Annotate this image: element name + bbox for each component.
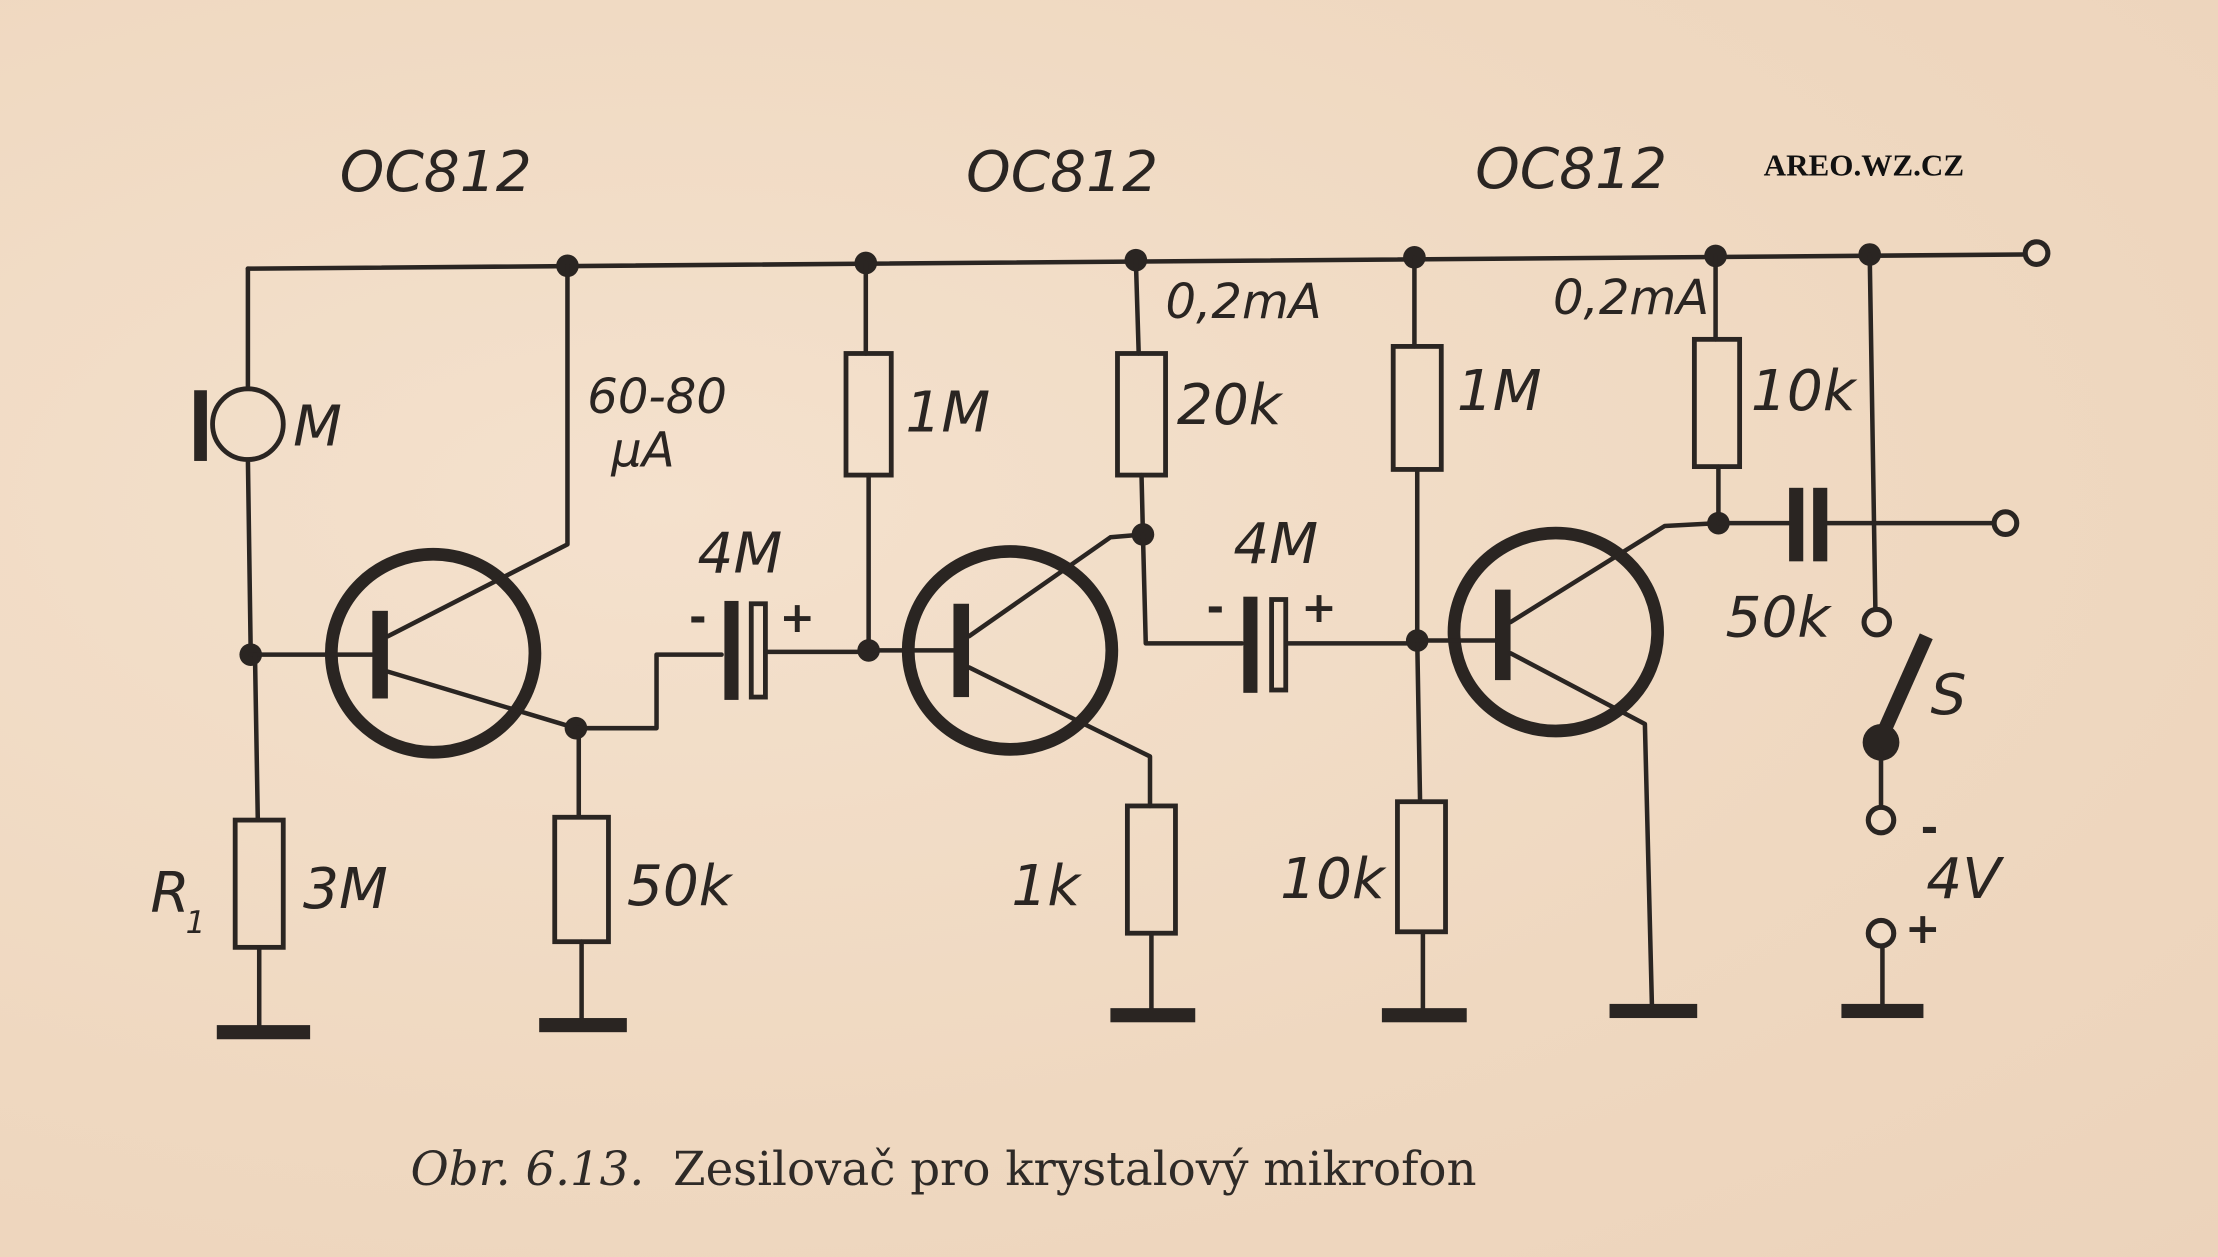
capacitor-c1: 4M - +: [689, 522, 869, 700]
t3-current: 0,2mA: [1553, 270, 1709, 326]
t2-type: OC812: [966, 140, 1158, 205]
t1-current: 60-80: [587, 369, 727, 425]
power-switch[interactable]: S: [1861, 252, 1967, 836]
output-terminal[interactable]: [1991, 509, 2020, 538]
watermark: AREO.WZ.CZ: [1764, 147, 1964, 182]
capacitor-c3: 50k: [1716, 487, 2020, 650]
r1-designator: R: [150, 861, 189, 926]
rc3-value: 10k: [1751, 359, 1858, 424]
c1-value: 4M: [698, 522, 783, 587]
rc2-value: 20k: [1177, 373, 1284, 438]
r1-value: 3M: [303, 857, 388, 922]
t3-type: OC812: [1475, 137, 1667, 202]
battery-plus: +: [1905, 905, 1941, 954]
battery-minus: -: [1921, 805, 1939, 854]
c2-value: 4M: [1233, 512, 1318, 577]
t1-type: OC812: [340, 140, 532, 205]
battery: - 4V +: [1841, 805, 2004, 1019]
figure-caption: Obr. 6.13. Zesilovač pro krystalový mikr…: [411, 1143, 1477, 1197]
capacitor-c2: 4M - +: [1207, 512, 1417, 693]
resistor-r1: R 1 3M: [150, 643, 388, 1040]
re3-value: 10k: [1280, 847, 1387, 912]
mic-label: M: [293, 394, 342, 459]
resistor-rb3: 1M: [1390, 255, 1542, 652]
resistor-rc2: 0,2mA 20k: [1115, 257, 1322, 646]
transistor-t2: OC812: [866, 140, 1158, 809]
t2-current: 0,2mA: [1166, 274, 1322, 330]
ground-symbol: [216, 1025, 311, 1040]
microphone: M: [194, 266, 342, 657]
caption-text: Zesilovač pro krystalový mikrofon: [673, 1143, 1476, 1197]
battery-voltage: 4V: [1926, 847, 2004, 912]
re1-value: 50k: [627, 854, 734, 919]
top-rail: [245, 239, 2051, 278]
transistor-t3: OC812: [1414, 137, 1721, 1019]
c3-value: 50k: [1725, 585, 1832, 650]
c2-plus: +: [1301, 584, 1337, 633]
t1-current-unit: μA: [610, 423, 674, 479]
rb2-value: 1M: [905, 380, 990, 445]
c1-plus: +: [780, 594, 816, 643]
resistor-rb2: 1M: [843, 260, 990, 662]
re2-value: 1k: [1011, 854, 1082, 919]
switch-label: S: [1931, 663, 1967, 728]
output-terminal-top[interactable]: [2022, 239, 2051, 267]
resistor-re1: 50k: [539, 652, 734, 1033]
c1-minus: -: [689, 594, 707, 643]
caption-prefix: Obr. 6.13.: [411, 1143, 645, 1197]
c2-minus: -: [1207, 584, 1225, 633]
rb3-value: 1M: [1457, 359, 1542, 424]
battery-terminal-plus[interactable]: [1865, 917, 1897, 949]
r1-subscript: 1: [186, 905, 206, 941]
resistor-re2: 1k: [1011, 803, 1196, 1023]
transistor-t1: OC812 60-80 μA: [324, 140, 727, 759]
resistor-rc3: 0,2mA 10k: [1553, 253, 1858, 535]
resistor-re3: 10k: [1280, 638, 1467, 1023]
